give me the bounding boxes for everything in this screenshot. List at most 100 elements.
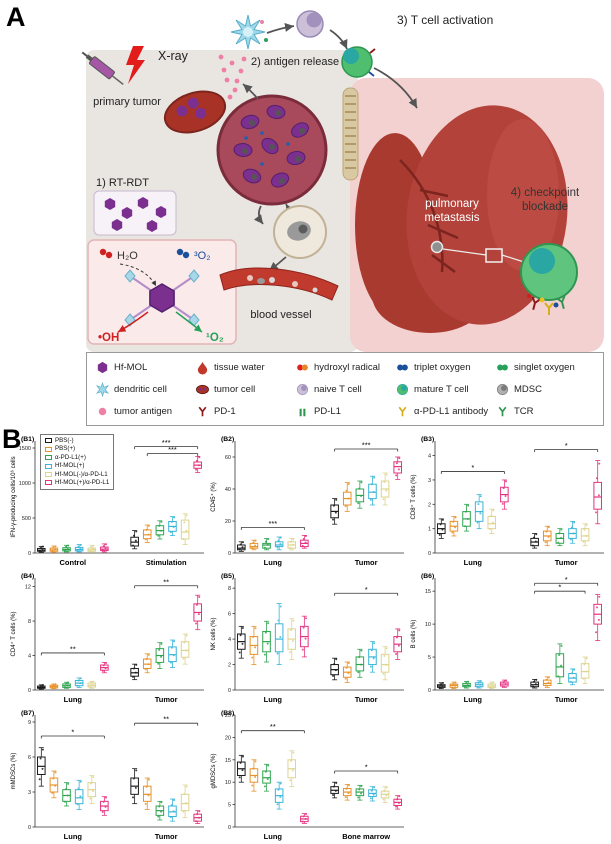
- svg-text:60: 60: [225, 455, 231, 461]
- legend-label: PBS(+): [55, 445, 76, 453]
- antigen-dots: [218, 54, 247, 100]
- svg-text:*: *: [365, 763, 368, 772]
- mdsc-icon: [496, 383, 509, 395]
- metastasis-connector-2: [501, 254, 525, 263]
- svg-text:5: 5: [428, 655, 431, 661]
- legend-item: tumor antigen: [95, 404, 195, 419]
- legend-item: α-PD-L1(+): [45, 454, 109, 461]
- pd-l1-icon: [299, 408, 306, 416]
- legend-swatch: [45, 455, 52, 461]
- panel-a-label: A: [6, 2, 26, 32]
- singlet-oxygen-icon: [497, 364, 508, 370]
- metastasis-zoom-box: [485, 248, 503, 263]
- legend-label: PBS(-): [55, 437, 74, 444]
- svg-text:2: 2: [428, 502, 431, 508]
- legend-label: Hf-MOL(+): [55, 462, 85, 470]
- pulmonary-metastasis-label-1: pulmonary: [425, 198, 479, 210]
- svg-text:Control: Control: [59, 558, 86, 567]
- svg-text:CD8⁺ T cells (%): CD8⁺ T cells (%): [410, 475, 417, 520]
- tissue-water-icon: [197, 361, 208, 375]
- h2o-label: H₂O: [117, 250, 138, 262]
- legend-label: tumor antigen: [114, 405, 173, 417]
- legend-swatch: [45, 446, 52, 452]
- svg-text:20: 20: [225, 519, 231, 525]
- hf-mol-icon: [97, 361, 108, 373]
- svg-text:*: *: [471, 463, 474, 472]
- svg-text:4: 4: [228, 637, 231, 643]
- tumor-microenvironment: [216, 94, 328, 206]
- panel-b-label: B: [2, 424, 22, 454]
- svg-text:*: *: [565, 441, 568, 450]
- dendritic-cell-shape: [230, 14, 268, 50]
- step2-label: 2) antigen release: [251, 56, 339, 68]
- svg-text:*: *: [565, 575, 568, 584]
- legend-label: MDSC: [514, 383, 542, 395]
- svg-text:10: 10: [225, 780, 231, 786]
- metastasis-connector: [442, 248, 487, 256]
- triplet-oxygen-icon: [397, 364, 408, 370]
- svg-text:**: **: [70, 644, 76, 653]
- legend-swatch: [45, 480, 52, 486]
- svg-text:5: 5: [228, 803, 231, 809]
- legend-item: mature T cell: [395, 382, 495, 397]
- svg-text:0: 0: [228, 825, 231, 831]
- legend-label: Hf-MOL(+)/α-PD-L1: [55, 479, 110, 487]
- svg-text:(B4): (B4): [21, 573, 34, 580]
- svg-text:1: 1: [428, 527, 431, 533]
- naive-t-cell-icon: [296, 383, 309, 395]
- legend-swatch: [45, 463, 52, 469]
- svg-text:Lung: Lung: [464, 558, 483, 567]
- svg-text:15: 15: [225, 758, 231, 764]
- triplet-oxygen-label: ³O₂: [194, 250, 211, 262]
- svg-text:***: ***: [362, 441, 371, 450]
- svg-text:***: ***: [168, 445, 177, 454]
- legend-label: singlet oxygen: [514, 361, 575, 373]
- legend-label: Hf-MOL(-)/α-PD-L1: [55, 470, 108, 478]
- svg-text:4: 4: [28, 654, 31, 660]
- trachea-shape: [342, 87, 359, 181]
- legend-item: Hf-MOL(-)/α-PD-L1: [45, 471, 109, 478]
- svg-text:*: *: [71, 728, 74, 737]
- legend-item: naive T cell: [295, 382, 395, 397]
- svg-text:(B2): (B2): [221, 436, 234, 443]
- svg-text:Tumor: Tumor: [555, 558, 578, 567]
- svg-text:***: ***: [162, 438, 171, 447]
- svg-text:500: 500: [22, 516, 31, 522]
- legend-label: mature T cell: [414, 383, 469, 395]
- lungs-shape: [355, 105, 568, 333]
- svg-text:0: 0: [228, 688, 231, 694]
- legend-item: PD-L1: [295, 404, 395, 419]
- primary-tumor-label: primary tumor: [93, 96, 161, 108]
- legend-item: hydroxyl radical: [295, 360, 395, 375]
- legend-label: tissue water: [214, 361, 265, 373]
- legend-item: triplet oxygen: [395, 360, 495, 375]
- legend-item: Hf-MOL(+)/α-PD-L1: [45, 479, 109, 486]
- svg-text:*: *: [558, 583, 561, 592]
- svg-text:CD45⁺ (%): CD45⁺ (%): [210, 482, 217, 512]
- dendritic-cell-icon: [95, 381, 110, 397]
- svg-text:6: 6: [28, 755, 31, 761]
- svg-text:0: 0: [28, 825, 31, 831]
- legend-swatch: [45, 471, 52, 477]
- xray-bolt-icon: [126, 46, 145, 84]
- tcr-icon: [498, 406, 507, 416]
- svg-text:10: 10: [425, 622, 431, 628]
- svg-text:0: 0: [428, 551, 431, 557]
- svg-text:25: 25: [225, 713, 231, 719]
- svg-text:B cells (%): B cells (%): [411, 620, 417, 649]
- panel-a-illustration: X-ray primary tumor 1) RT-RDT: [81, 10, 604, 352]
- treatment-legend: PBS(-)PBS(+)α-PD-L1(+)Hf-MOL(+)Hf-MOL(-)…: [40, 434, 115, 490]
- legend-label: triplet oxygen: [414, 361, 471, 373]
- legend-label: hydroxyl radical: [314, 361, 380, 373]
- rt-rdt-box: [93, 190, 177, 236]
- mature-t-cell-shape: [341, 46, 376, 78]
